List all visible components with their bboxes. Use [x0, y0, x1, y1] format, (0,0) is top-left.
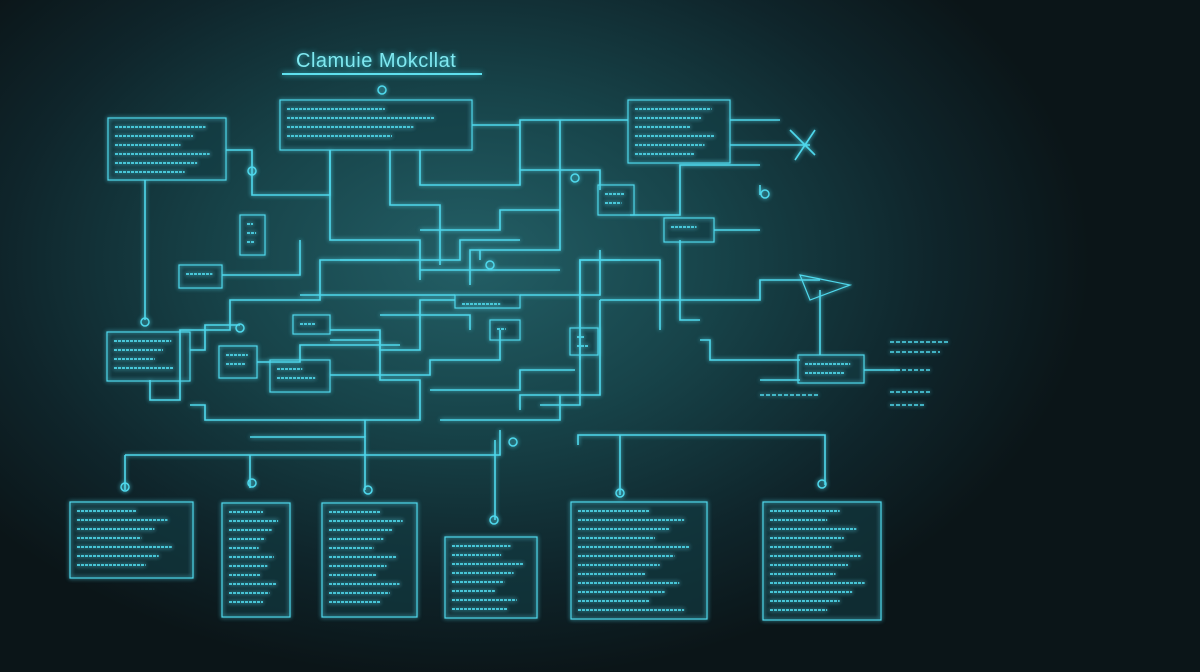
connector-line	[257, 344, 400, 363]
diagram-title: Clamuie Mokcllat	[296, 50, 457, 72]
junction-node	[247, 166, 257, 176]
connector-line	[380, 314, 471, 330]
node-box	[663, 217, 715, 243]
node-box	[454, 294, 521, 309]
connector-line	[630, 164, 760, 216]
node-box	[444, 536, 538, 619]
connector-line	[190, 329, 421, 421]
junction-node	[140, 317, 150, 327]
junction-node	[489, 515, 499, 525]
connector-line	[430, 369, 575, 391]
connector-line	[600, 279, 820, 301]
junction-node	[363, 485, 373, 495]
junction-node	[570, 173, 580, 183]
connector-line	[440, 395, 561, 421]
node-box	[627, 99, 731, 164]
junction-node	[485, 260, 495, 270]
junction-node	[615, 488, 625, 498]
connector-line	[226, 149, 331, 196]
junction-node	[760, 189, 770, 199]
node-box	[69, 501, 194, 579]
connector-line	[222, 240, 301, 276]
connector-line	[340, 239, 520, 261]
node-box	[570, 501, 708, 620]
connector-line	[469, 120, 561, 285]
arrow-glyph	[799, 274, 853, 301]
title-underline	[282, 73, 482, 75]
node-box	[107, 117, 227, 181]
node-box	[239, 214, 266, 256]
node-box	[218, 345, 258, 379]
junction-node	[377, 85, 387, 95]
cross-glyph	[789, 129, 816, 161]
connector-line	[540, 259, 620, 406]
connector-line	[330, 330, 501, 376]
node-box	[292, 314, 331, 335]
node-box	[269, 359, 331, 393]
junction-node	[508, 437, 518, 447]
junction-node	[120, 482, 130, 492]
connector-line	[149, 259, 400, 401]
node-box	[597, 184, 635, 216]
connector-line	[679, 240, 700, 321]
connector-line	[250, 436, 366, 490]
junction-node	[817, 479, 827, 489]
node-box	[797, 354, 865, 384]
connector-line	[420, 209, 560, 231]
connector-line	[389, 150, 441, 265]
connector-line	[700, 339, 800, 361]
node-box	[279, 99, 473, 151]
node-box	[569, 327, 599, 356]
connector-line	[577, 434, 826, 485]
junction-node	[247, 478, 257, 488]
junction-node	[235, 323, 245, 333]
connector-line	[125, 430, 501, 456]
connector-line	[190, 324, 240, 351]
node-box	[178, 264, 223, 289]
connector-line	[520, 250, 601, 296]
node-box	[106, 331, 191, 382]
connector-line	[520, 169, 601, 190]
connector-line	[419, 119, 628, 186]
connector-line	[330, 299, 455, 351]
